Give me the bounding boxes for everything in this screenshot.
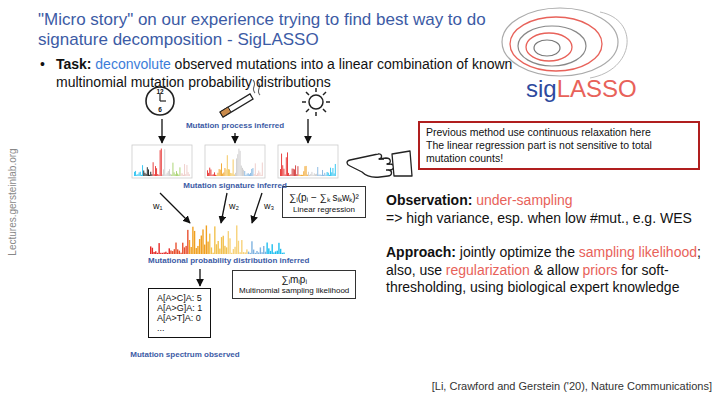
text-run: LASSO <box>557 75 637 102</box>
text-run: Approach: <box>386 244 456 260</box>
caption-label: Mutation process inferred <box>186 121 284 131</box>
clock-numeral: 6 <box>158 106 162 114</box>
spectrum-box: A[A>C]A: 5A[A>G]A: 1A[A>T]A: 0... <box>148 288 211 338</box>
observation-text: Observation:under-sampling => high varian… <box>386 192 711 227</box>
node-text: Previous method use continuous relaxatio… <box>426 126 692 139</box>
node-text: ∑ᵢ(pᵢ − ∑ₖ sᵢₖwₖ)² <box>289 190 359 204</box>
text-run: sig <box>526 75 557 102</box>
text-run: => high variance, esp. when low #mut., e… <box>386 210 692 226</box>
text-run: under-sampling <box>476 192 573 208</box>
text-run: Task: <box>56 56 92 72</box>
text-run: jointly optimize the <box>460 244 575 260</box>
citation: [Li, Crawford and Gerstein ('20), Nature… <box>432 380 712 393</box>
clock-icon <box>146 87 174 115</box>
logo-text: sigLASSO <box>526 74 676 104</box>
node-text: A[A>T]A: 0 <box>157 313 202 323</box>
weight-label: w₃ <box>264 201 274 212</box>
node-text: ... <box>157 323 202 333</box>
caption-label: Mutational probability distribution infe… <box>148 256 309 266</box>
formula-box: ∑ᵢmᵢpᵢMultinomial sampling likelihood <box>232 270 356 299</box>
node-text: The linear regression part is not sensit… <box>426 139 692 165</box>
signature-frames <box>132 145 338 178</box>
text-run: priors <box>583 262 618 278</box>
approach-text: Approach:jointly optimize thesampling li… <box>386 244 711 297</box>
caption-label: Mutation signature inferred <box>183 181 287 191</box>
text-run: & allow <box>534 262 579 278</box>
watermark: Lectures.gersteinlab.org <box>7 127 19 277</box>
text-run: deconvolute <box>95 56 171 72</box>
text-run: Observation: <box>386 192 472 208</box>
weight-label: w₂ <box>229 201 239 212</box>
node-text: Linear regression <box>289 205 359 214</box>
sun-icon <box>302 88 330 116</box>
text-run: sampling likelihood <box>579 244 697 260</box>
task-text: Task:deconvoluteobserved mutations into … <box>56 56 546 91</box>
slide-title: "Micro story" on our experience trying t… <box>38 10 493 51</box>
node-text: Multinomial sampling likelihood <box>239 286 349 295</box>
caption-label: Mutation spectrum observed <box>130 350 239 360</box>
callout-box: Previous method use continuous relaxatio… <box>418 121 700 170</box>
weight-label: w₁ <box>153 201 163 212</box>
logo-spiral <box>502 8 627 78</box>
node-text: ∑ᵢmᵢpᵢ <box>239 274 349 285</box>
pointing-hand <box>347 151 412 177</box>
text-run: regularization <box>446 262 530 278</box>
formula-box: ∑ᵢ(pᵢ − ∑ₖ sᵢₖwₖ)²Linear regression <box>282 186 366 218</box>
node-text: A[A>C]A: 5 <box>157 293 202 303</box>
node-text: A[A>G]A: 1 <box>157 303 202 313</box>
bullet: • <box>40 56 45 73</box>
